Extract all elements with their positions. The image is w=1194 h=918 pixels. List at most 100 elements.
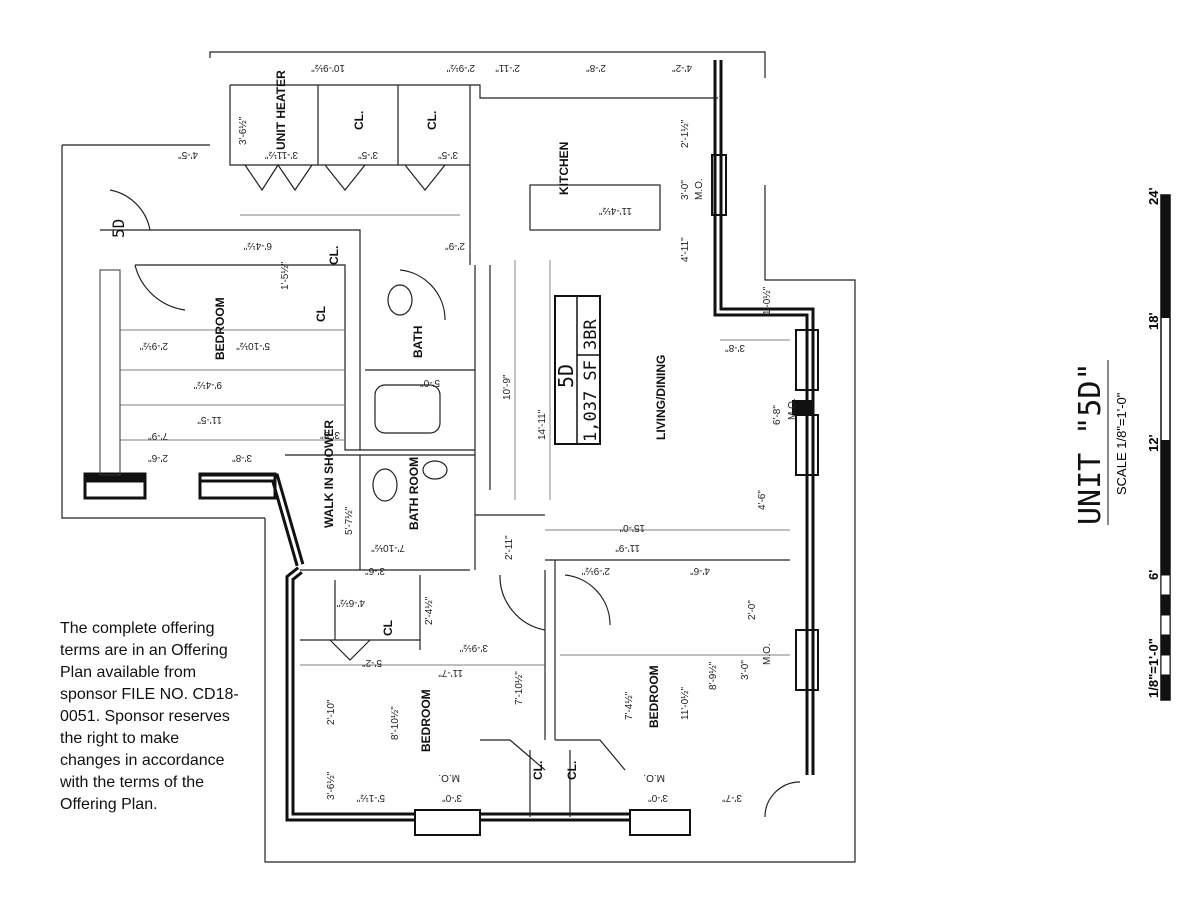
- dimension-label: 3'-8": [232, 452, 252, 463]
- dimension-label: 2'-9": [445, 240, 465, 251]
- room-label-closet: CL.: [352, 111, 366, 130]
- room-label-closet: CL: [381, 620, 395, 636]
- dimension-label: 3'-0": [680, 180, 691, 200]
- dimension-label: 10'-9": [502, 374, 513, 400]
- unit-area: 1,037 SF: [581, 360, 601, 442]
- dimension-label: 2'-4½": [424, 596, 435, 625]
- dimension-labels: 10'-9½" 2'-9½" 2'-11" 2'-8" 4'-2" 3'-6½"…: [139, 62, 798, 803]
- entry-unit-tag: 5D: [109, 219, 128, 238]
- unit-number: 5D: [554, 364, 578, 388]
- dimension-label: 11'-4½": [598, 205, 632, 216]
- dimension-label: 1'-0½": [762, 286, 773, 315]
- dimension-label-mo: M.O.: [787, 398, 798, 420]
- dimension-label: 7'-9": [148, 430, 168, 441]
- room-label-closet: CL: [314, 306, 328, 322]
- exterior-walls: [83, 60, 819, 836]
- dimension-label: 3'-6½": [238, 116, 249, 145]
- room-label-living-dining: LIVING/DINING: [654, 355, 668, 440]
- dimension-label: 3'-0": [648, 792, 668, 803]
- dimension-label: 2'-1½": [680, 119, 691, 148]
- room-label-bedroom: BEDROOM: [419, 689, 433, 752]
- dimension-label: 5'-1½": [356, 792, 385, 803]
- room-label-unit-heater: UNIT HEATER: [274, 70, 288, 150]
- dimension-label: 3'-0": [442, 792, 462, 803]
- dimension-label: 3'-8": [320, 429, 340, 440]
- dimension-lines: [120, 214, 790, 666]
- dimension-label-mo: M.O.: [438, 772, 460, 783]
- dimension-label: 3'-9½": [459, 642, 488, 653]
- dimension-label: 2'-9½": [139, 340, 168, 351]
- dimension-label: 10'-9½": [311, 62, 345, 73]
- dimension-label: 15'-0": [619, 522, 645, 533]
- room-label-closet: CL.: [531, 761, 545, 780]
- dimension-label: 2'-0": [747, 600, 758, 620]
- unit-summary-box: 5D 1,037 SF 3BR: [554, 295, 601, 445]
- title-block: UNIT "5D" SCALE 1/8"=1'-0": [1073, 360, 1129, 525]
- dimension-label: 14'-11": [537, 409, 548, 440]
- dimension-label: 2'-8": [586, 62, 606, 73]
- dimension-label: 6'-8": [772, 405, 783, 425]
- dimension-label: 7'-10½": [514, 671, 525, 705]
- dimension-label: 3'-0": [740, 660, 751, 680]
- scale-tick-label: 24': [1146, 187, 1161, 205]
- dimension-label-mo: M.O.: [643, 772, 665, 783]
- scale-tick-label: 12': [1146, 434, 1161, 452]
- dimension-label: 8'-9½": [708, 661, 719, 690]
- scale-label: SCALE 1/8"=1'-0": [1114, 392, 1129, 495]
- dimension-label: 9'-4½": [193, 379, 222, 390]
- dimension-label: 3'-11½": [264, 149, 298, 160]
- room-label-kitchen: KITCHEN: [557, 142, 571, 195]
- dimension-label: 3'-6½": [326, 771, 337, 800]
- dimension-label: 2'-9½": [446, 62, 475, 73]
- scale-bar: 1/8"=1'-0" 6' 12' 18' 24': [1146, 187, 1171, 701]
- dimension-label: 5'-0": [420, 377, 440, 388]
- dimension-label: 4'-6": [757, 490, 768, 510]
- offering-plan-note: The complete offering terms are in an Of…: [60, 620, 239, 813]
- dimension-label-mo: M.O.: [694, 178, 705, 200]
- dimension-label: 2'-10": [326, 699, 337, 725]
- room-label-walk-in-shower: WALK IN SHOWER: [322, 420, 336, 528]
- dimension-label-mo: M.O.: [762, 643, 773, 665]
- unit-bedrooms: 3BR: [581, 319, 601, 350]
- dimension-label: 3'-6": [365, 565, 385, 576]
- dimension-label: 7'-4½": [624, 691, 635, 720]
- dimension-label: 7'-10½": [371, 542, 405, 553]
- interior-walls: [100, 84, 801, 818]
- dimension-label: 3'-7": [722, 792, 742, 803]
- dimension-label: 2'-11": [504, 535, 515, 560]
- dimension-label: 4'-11": [680, 237, 691, 262]
- dimension-label: 6'-4½": [243, 240, 272, 251]
- dimension-label: 4'-2": [672, 62, 692, 73]
- dimension-label: 11'-7": [438, 667, 463, 678]
- room-label-bath: BATH: [411, 326, 425, 358]
- scale-tick-label: 6': [1146, 570, 1161, 580]
- dimension-label: 5'-7½": [344, 506, 355, 535]
- room-label-bath-room: BATH ROOM: [407, 457, 421, 530]
- dimension-label: 5'-10½": [236, 340, 270, 351]
- room-label-bedroom: BEDROOM: [647, 665, 661, 728]
- dimension-label: 8'-10½": [390, 706, 401, 740]
- dimension-label: 4'-6½": [336, 597, 365, 608]
- context-lines: [61, 51, 856, 863]
- scale-tick-label: 1/8"=1'-0": [1146, 638, 1161, 698]
- dimension-label: 4'-6": [690, 565, 710, 576]
- scale-tick-label: 18': [1146, 312, 1161, 330]
- dimension-label: 11'-9": [615, 542, 640, 553]
- dimension-label: 3'-8": [725, 342, 745, 353]
- unit-title: UNIT "5D": [1073, 362, 1108, 525]
- room-labels: UNIT HEATER CL. CL. KITCHEN BEDROOM BATH…: [109, 70, 668, 780]
- dimension-label: 11'-5": [197, 414, 222, 425]
- dimension-label: 11'-0½": [680, 686, 691, 720]
- dimension-label: 1'-5½": [280, 261, 291, 290]
- room-label-closet: CL.: [425, 111, 439, 130]
- dimension-label: 2'-6": [148, 452, 168, 463]
- dimension-label: 3'-5": [438, 149, 458, 160]
- room-label-bedroom: BEDROOM: [213, 297, 227, 360]
- room-label-closet: CL.: [565, 761, 579, 780]
- dimension-label: 5'-2": [362, 657, 382, 668]
- dimension-label: 4'-5": [178, 149, 198, 160]
- room-label-closet: CL.: [327, 246, 341, 265]
- dimension-label: 2'-11": [495, 62, 520, 73]
- dimension-label: 3'-5": [358, 149, 378, 160]
